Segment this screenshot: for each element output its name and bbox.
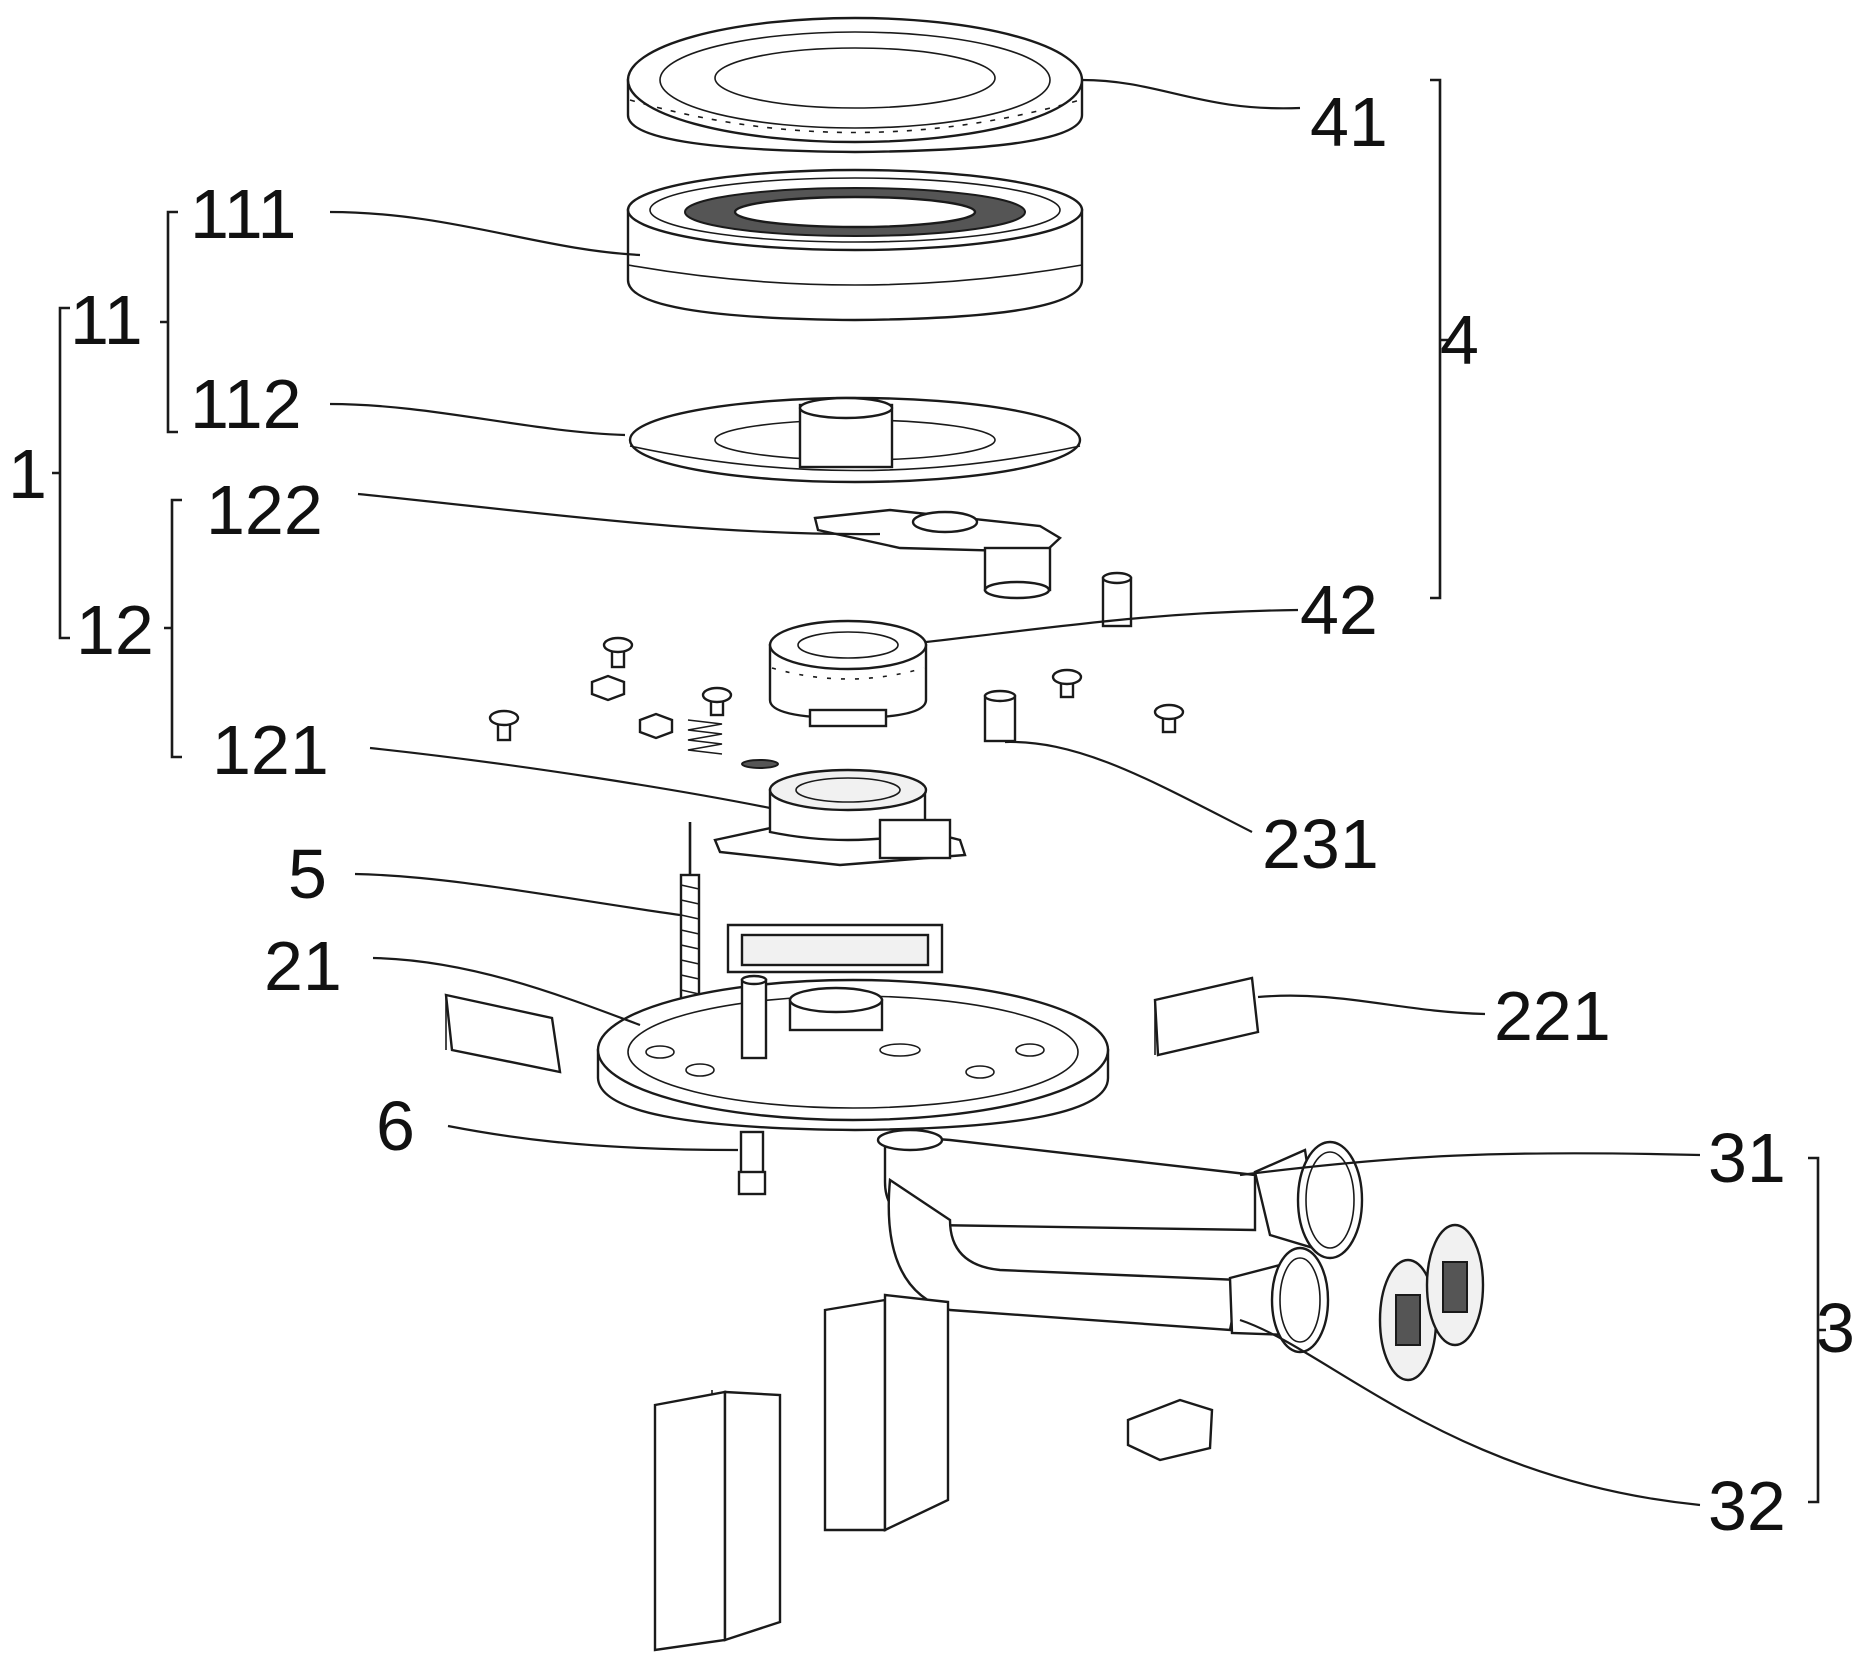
label-112: 112 <box>190 365 302 443</box>
part-112-distributor-disk <box>628 396 1082 484</box>
screw-3 <box>701 686 733 717</box>
label-21: 21 <box>264 927 342 1005</box>
label-11: 11 <box>70 281 143 359</box>
part-221-side-piece <box>1153 976 1260 1057</box>
part-6-pin <box>737 1130 767 1196</box>
part-42-inner-fire-cover <box>768 619 928 728</box>
part-121-lower-holder <box>713 768 967 867</box>
label-122: 122 <box>206 471 323 549</box>
small-clip <box>1126 1398 1214 1462</box>
label-32: 32 <box>1708 1467 1786 1545</box>
leader-lines <box>329 78 1701 1507</box>
part-5-ignition-needle <box>679 822 701 1007</box>
label-1: 1 <box>8 435 47 513</box>
brackets <box>52 78 1826 1504</box>
screw-1 <box>602 636 634 669</box>
part-21-base <box>596 974 1110 1132</box>
label-221: 221 <box>1494 977 1611 1055</box>
label-41: 41 <box>1310 83 1388 161</box>
screw-2 <box>488 709 520 742</box>
label-3: 3 <box>1816 1289 1855 1367</box>
spring <box>687 719 723 755</box>
label-6: 6 <box>376 1087 415 1165</box>
part-122-bracket-plate <box>813 508 1062 600</box>
screw-4 <box>1051 668 1083 699</box>
nut-1 <box>590 674 626 702</box>
screw-5 <box>1153 703 1185 734</box>
bottom-bracket-left <box>653 1390 782 1652</box>
valve-caps <box>1378 1223 1485 1382</box>
part-41-outer-fire-cover <box>626 16 1084 154</box>
bottom-bracket-right <box>823 1293 950 1532</box>
label-4: 4 <box>1440 301 1479 379</box>
part-111-burner-head <box>626 168 1084 322</box>
part-231-sleeve <box>983 689 1017 743</box>
label-111: 111 <box>190 175 296 253</box>
fasteners <box>488 636 1185 769</box>
label-31: 31 <box>1708 1119 1786 1197</box>
washer <box>741 759 779 769</box>
part-31-upper-pipe <box>876 1128 1364 1260</box>
frame-bracket <box>726 923 944 974</box>
label-12: 12 <box>76 591 154 669</box>
label-231: 231 <box>1262 805 1379 883</box>
label-42: 42 <box>1300 571 1378 649</box>
nut-2 <box>638 712 674 740</box>
label-5: 5 <box>288 835 327 913</box>
callout-labels: 41 111 11 112 1 4 122 12 42 121 231 5 21… <box>8 83 1855 1545</box>
label-121: 121 <box>212 711 329 789</box>
left-side-piece <box>444 993 562 1074</box>
part-32-lower-pipe <box>887 1177 1330 1354</box>
small-post <box>1101 571 1133 628</box>
